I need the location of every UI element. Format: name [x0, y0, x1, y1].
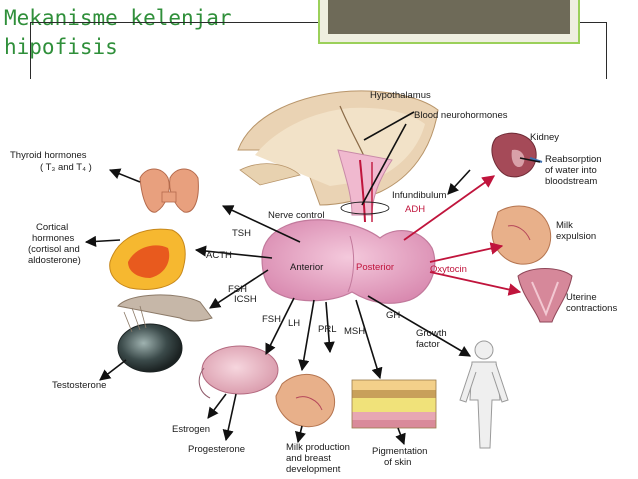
label-uterine-line-2: contractions — [566, 303, 617, 314]
label-growth-line-1: Growth — [416, 328, 447, 339]
label-oxytocin: Oxytocin — [430, 264, 467, 275]
slide-title: Mekanisme kelenjar hipofisis — [4, 4, 274, 62]
slide-title-line-1: Mekanisme kelenjar — [4, 6, 232, 30]
label-anterior: Anterior — [290, 262, 323, 273]
label-prl: PRL — [318, 324, 336, 335]
brain-illustration — [237, 90, 439, 206]
label-adh: ADH — [405, 204, 425, 215]
label-msh: MSH — [344, 326, 365, 337]
label-nerve-control: Nerve control — [268, 210, 325, 221]
label-milk-production-line-2: and breast — [286, 453, 331, 464]
label-reabsorption-line-2: of water into — [545, 165, 597, 176]
label-milk-expulsion-line-2: expulsion — [556, 231, 596, 242]
label-testosterone: Testosterone — [52, 380, 106, 391]
label-gh: GH — [386, 310, 400, 321]
label-acth: ACTH — [206, 250, 232, 261]
label-posterior: Posterior — [356, 262, 394, 273]
label-milk-production-line-1: Milk production — [286, 442, 350, 453]
adrenal-illustration — [109, 228, 186, 290]
label-pigmentation-line-2: of skin — [384, 457, 411, 468]
human-figure-illustration — [459, 340, 509, 449]
label-kidney: Kidney — [530, 132, 559, 143]
label-fsh-icsh-line-1: FSH — [228, 284, 247, 295]
label-milk-production-line-3: development — [286, 464, 341, 475]
label-reabsorption-line-3: bloodstream — [545, 176, 597, 187]
label-thyroid-line-2: ( T₃ and T₄ ) — [40, 162, 92, 173]
label-growth-line-2: factor — [416, 339, 440, 350]
label-reabsorption-line-1: Reabsorption — [545, 154, 602, 165]
label-progesterone: Progesterone — [188, 444, 245, 455]
label-estrogen: Estrogen — [172, 424, 210, 435]
label-fsh: FSH — [262, 314, 281, 325]
label-tsh: TSH — [232, 228, 251, 239]
breast-development-illustration — [275, 374, 336, 428]
label-uterine-line-1: Uterine — [566, 292, 597, 303]
slide-title-line-2: hipofisis — [4, 35, 118, 59]
label-cortical-line-1: Cortical — [36, 222, 68, 233]
kidney-illustration — [491, 132, 543, 178]
thyroid-illustration — [139, 168, 199, 213]
pituitary-gland — [261, 219, 436, 304]
label-milk-expulsion-line-1: Milk — [556, 220, 573, 231]
skin-layers-illustration — [351, 379, 437, 429]
label-fsh-icsh-line-2: ICSH — [234, 294, 257, 305]
title-decoration-box — [318, 0, 580, 44]
posterior-hormone-arrows — [403, 175, 522, 296]
label-thyroid-line-1: Thyroid hormones — [10, 150, 87, 161]
hormone-arrows — [84, 111, 541, 446]
testis-illustration — [117, 294, 213, 373]
label-blood-neurohormones: Blood neurohormones — [414, 110, 508, 121]
label-cortical-line-4: aldosterone) — [28, 255, 81, 266]
uterus-illustration — [517, 268, 573, 323]
label-infundibulum: Infundibulum — [392, 190, 446, 201]
ovary-illustration — [198, 345, 279, 399]
label-hypothalamus: Hypothalamus — [370, 90, 431, 101]
title-decoration-inner — [328, 0, 570, 34]
label-cortical-line-2: hormones — [32, 233, 74, 244]
breast-milk-expulsion-illustration — [491, 205, 552, 265]
label-lh: LH — [288, 318, 300, 329]
label-cortical-line-3: (cortisol and — [28, 244, 80, 255]
infundibulum-stalk — [337, 149, 393, 223]
label-pigmentation-line-1: Pigmentation — [372, 446, 427, 457]
